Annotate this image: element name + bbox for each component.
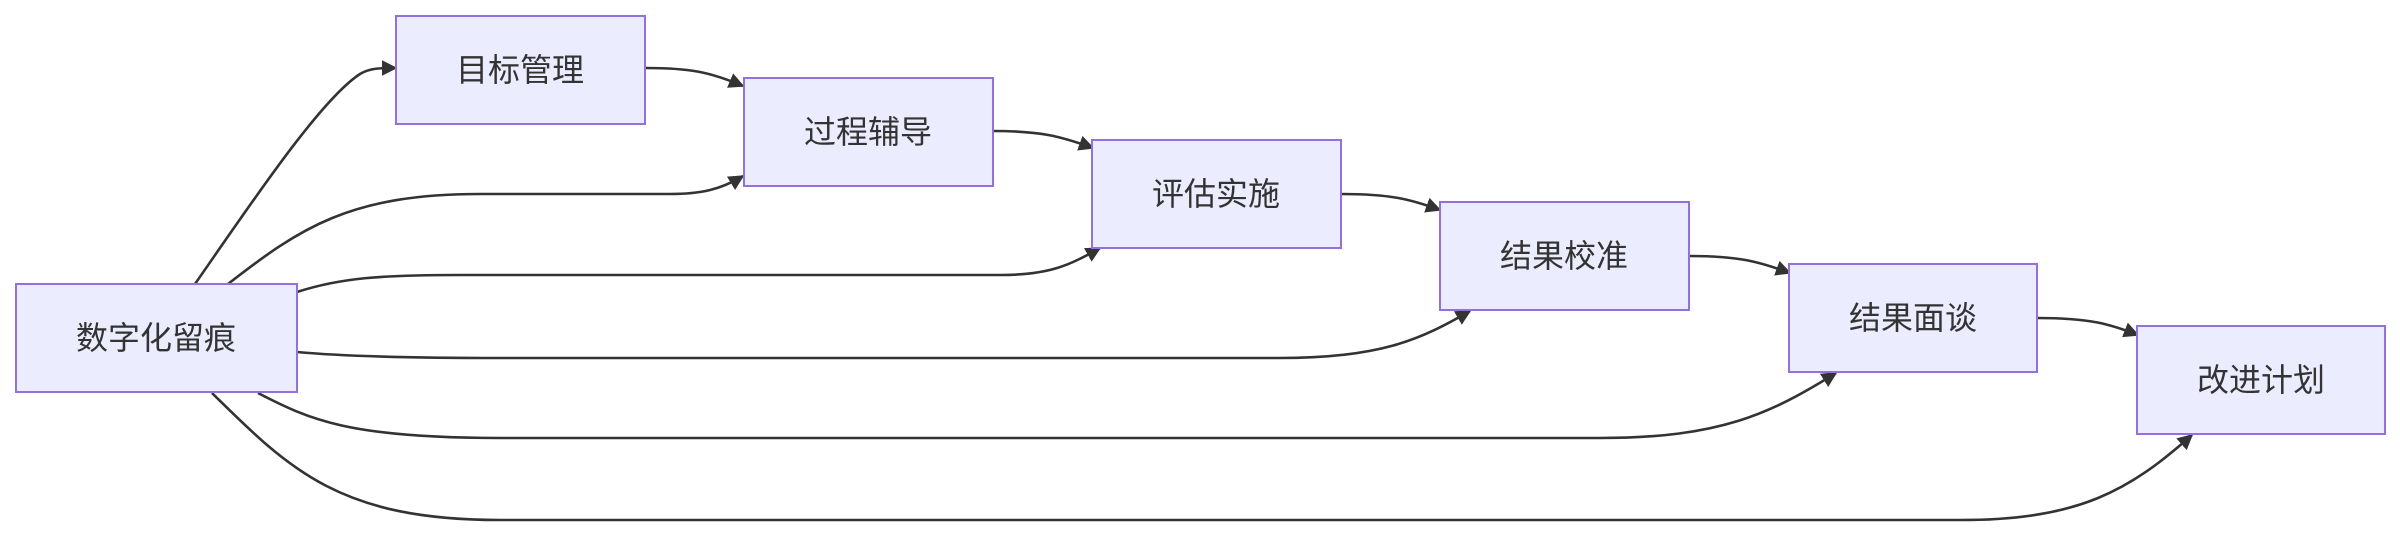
edge-digital-to-eval	[296, 246, 1102, 294]
edge-interview-to-improve	[2036, 316, 2140, 338]
edge-digital-to-calib	[296, 309, 1472, 360]
node-eval-label: 评估实施	[1152, 175, 1280, 213]
node-digital-box	[15, 283, 298, 393]
node-interview-label: 结果面谈	[1849, 299, 1977, 337]
node-coach[interactable]: 过程辅导	[743, 77, 994, 187]
edge-goal-to-coach	[645, 66, 745, 88]
node-interview-box	[1788, 263, 2038, 373]
node-goal-box	[395, 15, 646, 125]
node-goal-label: 目标管理	[456, 51, 584, 89]
node-digital[interactable]: 数字化留痕	[15, 283, 298, 393]
edge-eval-to-calib	[1340, 192, 1442, 213]
node-improve[interactable]: 改进计划	[2136, 325, 2386, 435]
edge-digital-to-coach	[227, 174, 745, 286]
edge-digital-to-interview	[257, 371, 1838, 440]
edge-digital-to-goal	[193, 60, 398, 285]
node-goal[interactable]: 目标管理	[395, 15, 646, 125]
node-calib-box	[1439, 201, 1690, 311]
node-calib-label: 结果校准	[1500, 237, 1628, 275]
nodes-layer: 数字化留痕 目标管理 过程辅导 评估实施 结果校准 结果面谈	[15, 15, 2386, 435]
node-coach-box	[743, 77, 994, 187]
node-calib[interactable]: 结果校准	[1439, 201, 1690, 311]
node-digital-label: 数字化留痕	[76, 319, 236, 357]
node-eval[interactable]: 评估实施	[1091, 139, 1342, 249]
edge-coach-to-eval	[992, 129, 1095, 151]
edge-calib-to-interview	[1689, 254, 1792, 276]
node-interview[interactable]: 结果面谈	[1788, 263, 2038, 373]
node-improve-label: 改进计划	[2197, 361, 2325, 399]
edge-digital-to-improve	[211, 392, 2194, 522]
node-coach-label: 过程辅导	[804, 113, 932, 151]
edges-layer	[193, 60, 2194, 522]
node-improve-box	[2136, 325, 2386, 435]
node-eval-box	[1091, 139, 1342, 249]
